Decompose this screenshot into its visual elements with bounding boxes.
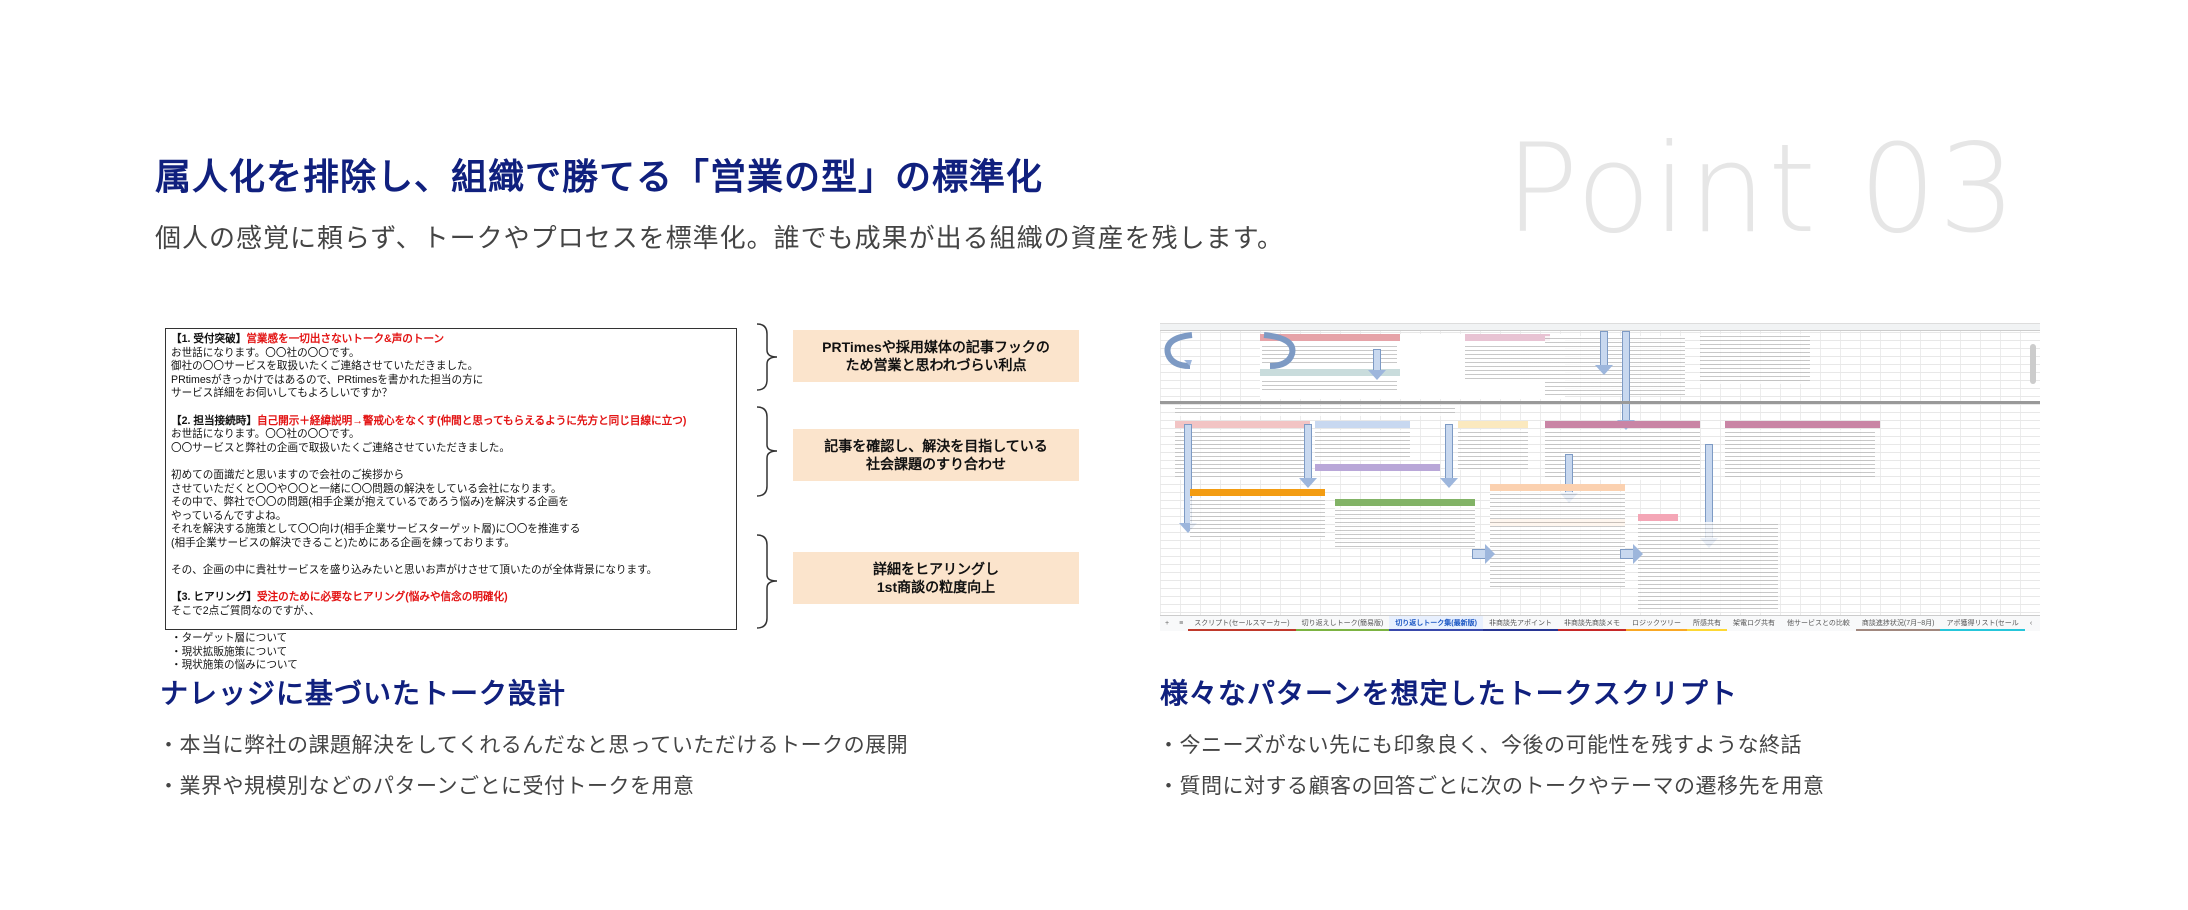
- bullet-item: ・本当に弊社の課題解決をしてくれるんだなと思っていただけるトークの展開: [158, 733, 909, 757]
- sheet-tab[interactable]: 切り返えしトーク(簡易版): [1295, 616, 1390, 631]
- tab-scroll-right-icon[interactable]: ›: [2037, 620, 2040, 627]
- curved-arrow-icon: [1263, 332, 1296, 369]
- sheet-tab[interactable]: 架電ログ共有: [1732, 619, 1775, 627]
- sheet-tab[interactable]: 商談進捗状況(7月~8月): [1855, 616, 1941, 631]
- column-header-row: [1160, 324, 2040, 331]
- sheet-tab[interactable]: 他サービスとの比較: [1786, 619, 1850, 627]
- note-box: 記事を確認し、解決を目指している社会課題のすり合わせ: [793, 429, 1079, 481]
- point-number-label: Point 03: [1505, 118, 2018, 260]
- script-line: その、企画の中に貴社サービスを盛り込みたいと思いお声がけさせて頂いたのが全体背景…: [171, 564, 658, 577]
- tab-scroll-left-icon[interactable]: ‹: [2029, 620, 2033, 627]
- script-line: それを解決する施策として〇〇向け(相手企業サービスターゲット層)に〇〇を推進する: [171, 523, 581, 536]
- sheet-tab[interactable]: スクリプト(セールスマーカー): [1188, 616, 1296, 631]
- sheet-tab[interactable]: 非商談先アポイント: [1482, 616, 1558, 631]
- curly-brace-icon: [756, 323, 778, 391]
- page-subtitle: 個人の感覚に頼らず、トークやプロセスを標準化。誰でも成果が出る組織の資産を残しま…: [155, 224, 1285, 254]
- script-line: やっているんですよね。: [171, 509, 287, 522]
- script-line: ・現状施策の悩みについて: [171, 659, 298, 672]
- curly-brace-icon: [756, 406, 778, 497]
- script-line: 初めての面識だと思いますので会社のご挨拶から: [171, 468, 405, 481]
- script-line: その中で、弊社で〇〇の問題(相手企業が抱えているであろう悩み)を解決する企画を: [171, 496, 569, 509]
- bullet-item: ・質問に対する顧客の回答ごとに次のトークやテーマの遷移先を用意: [1158, 774, 1825, 798]
- script-line: PRtimesがきっかけではあるので、PRtimesを書かれた担当の方に: [171, 373, 484, 386]
- curly-brace-icon: [756, 534, 778, 629]
- right-section-title: 様々なパターンを想定したトークスクリプト: [1160, 677, 1738, 710]
- sheet-tab[interactable]: 所感共有: [1686, 616, 1727, 631]
- script-line: お世話になります。〇〇社の〇〇です。: [171, 428, 360, 441]
- script-section-heading: 【3. ヒアリング】受注のために必要なヒアリング(悩みや信念の明確化): [171, 591, 508, 604]
- all-sheets-icon[interactable]: ≡: [1179, 620, 1184, 627]
- script-line: させていただくと〇〇や〇〇と一緒に〇〇問題の解決をしている会社になります。: [171, 482, 562, 495]
- script-line: ・現状拡販施策について: [171, 645, 288, 658]
- add-sheet-icon[interactable]: +: [1165, 620, 1170, 627]
- script-line: 〇〇サービスと弊社の企画で取扱いたくご連絡させていただきました。: [171, 441, 510, 454]
- left-section-bullets: ・本当に弊社の課題解決をしてくれるんだなと思っていただけるトークの展開 ・業界や…: [158, 725, 908, 807]
- sheet-tab[interactable]: アポ獲得リスト(セール: [1940, 616, 2025, 631]
- script-line: そこで2点ご質問なのですが、、: [171, 604, 320, 617]
- script-line: サービス詳細をお伺いしてもよろしいですか？: [171, 387, 393, 400]
- script-line: (相手企業サービスの解決できること)ためにある企画を練っております。: [171, 536, 515, 549]
- script-line: ・ターゲット層について: [171, 632, 288, 645]
- script-line: 御社の〇〇サービスを取扱いたくご連絡させていただきました。: [171, 360, 479, 373]
- talk-script-sample: 【1. 受付突破】営業感を一切出さないトーク&声のトーン お世話になります。〇〇…: [165, 328, 737, 671]
- sheet-tab-bar: + ≡ スクリプト(セールスマーカー) 切り返えしトーク(簡易版) 切り返しトー…: [1160, 615, 2040, 631]
- sheet-tab[interactable]: ロジックツリー: [1625, 616, 1687, 631]
- bullet-item: ・業界や規模別などのパターンごとに受付トークを用意: [158, 774, 695, 798]
- script-section-heading: 【1. 受付突破】営業感を一切出さないトーク&声のトーン: [171, 333, 445, 345]
- curved-arrow-icon: [1164, 332, 1193, 369]
- right-section-bullets: ・今ニーズがない先にも印象良く、今後の可能性を残すような終話 ・質問に対する顧客…: [1158, 725, 1825, 807]
- bullet-item: ・今ニーズがない先にも印象良く、今後の可能性を残すような終話: [1158, 733, 1802, 757]
- talk-script-spreadsheet: + ≡ スクリプト(セールスマーカー) 切り返えしトーク(簡易版) 切り返しトー…: [1160, 323, 2040, 631]
- page-title: 属人化を排除し、組織で勝てる「営業の型」の標準化: [155, 157, 1044, 198]
- note-box: PRTimesや採用媒体の記事フックのため営業と思われづらい利点: [793, 330, 1079, 382]
- script-line: お世話になります。〇〇社の〇〇です。: [171, 346, 360, 359]
- left-section-title: ナレッジに基づいたトーク設計: [160, 677, 567, 710]
- sheet-tab[interactable]: 非商談先商談メモ: [1557, 616, 1626, 631]
- sheet-tab-active[interactable]: 切り返しトーク集(最新版): [1389, 616, 1483, 631]
- script-section-heading: 【2. 担当接続時】自己開示＋経緯説明→警戒心をなくす(仲間と思ってもらえるよう…: [171, 414, 687, 427]
- vertical-scrollbar[interactable]: [2030, 344, 2036, 384]
